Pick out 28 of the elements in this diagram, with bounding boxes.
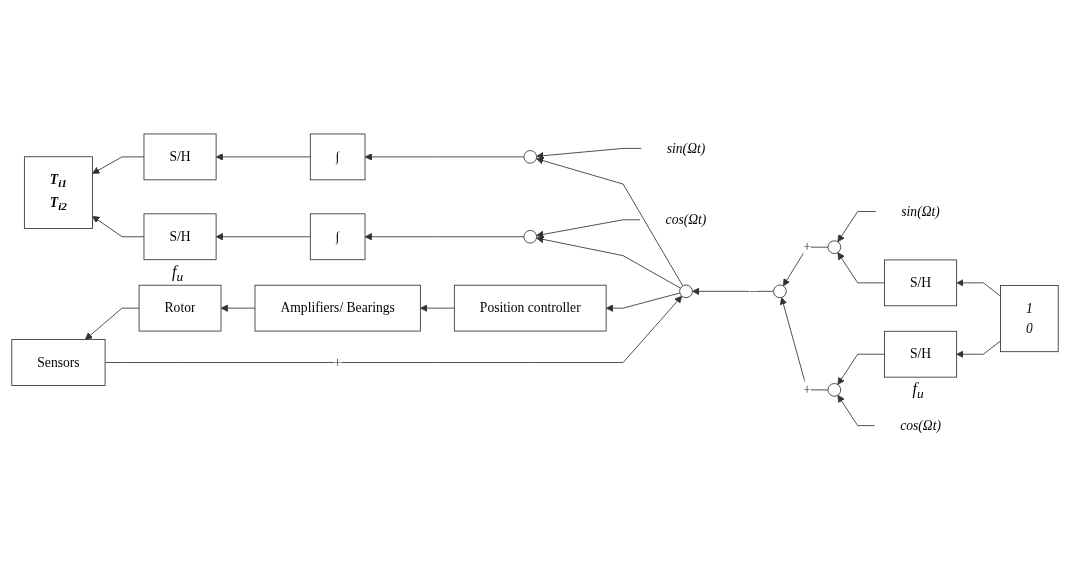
node-circle xyxy=(523,229,538,244)
node-text: sin(Ωt) xyxy=(666,140,706,156)
edge-label: + xyxy=(333,354,342,370)
node-box: Rotor xyxy=(138,284,222,332)
node-text: cos(Ωt) xyxy=(900,417,941,433)
side-note: f$_{u}$ xyxy=(172,262,184,285)
node-box: T$_{i1}$ T$_{i2}$ xyxy=(23,156,93,229)
node-circle xyxy=(679,284,693,299)
node-circle xyxy=(523,150,538,164)
edge-label: − xyxy=(748,283,757,299)
side-note: f$_{u}$ xyxy=(912,380,924,403)
node-box: ∫ xyxy=(309,133,366,181)
edge-label: + xyxy=(803,382,811,397)
node-box: Sensors xyxy=(11,339,106,386)
node-circle xyxy=(827,240,842,254)
edge-label: + xyxy=(803,239,811,254)
node-text: sin(Ωt) xyxy=(901,203,940,219)
node-circle xyxy=(827,383,842,397)
node-box: 1 0 xyxy=(1000,285,1059,353)
node-box: Position controller xyxy=(453,284,607,332)
node-box: S/H xyxy=(143,133,217,181)
node-box: S/H xyxy=(143,213,217,261)
node-circle xyxy=(773,284,787,299)
node-box: Amplifiers/ Bearings xyxy=(254,284,421,332)
node-box: S/H xyxy=(884,259,958,307)
node-text: cos(Ωt) xyxy=(665,212,707,227)
node-box: ∫ xyxy=(309,213,366,261)
node-box: S/H xyxy=(884,330,958,378)
